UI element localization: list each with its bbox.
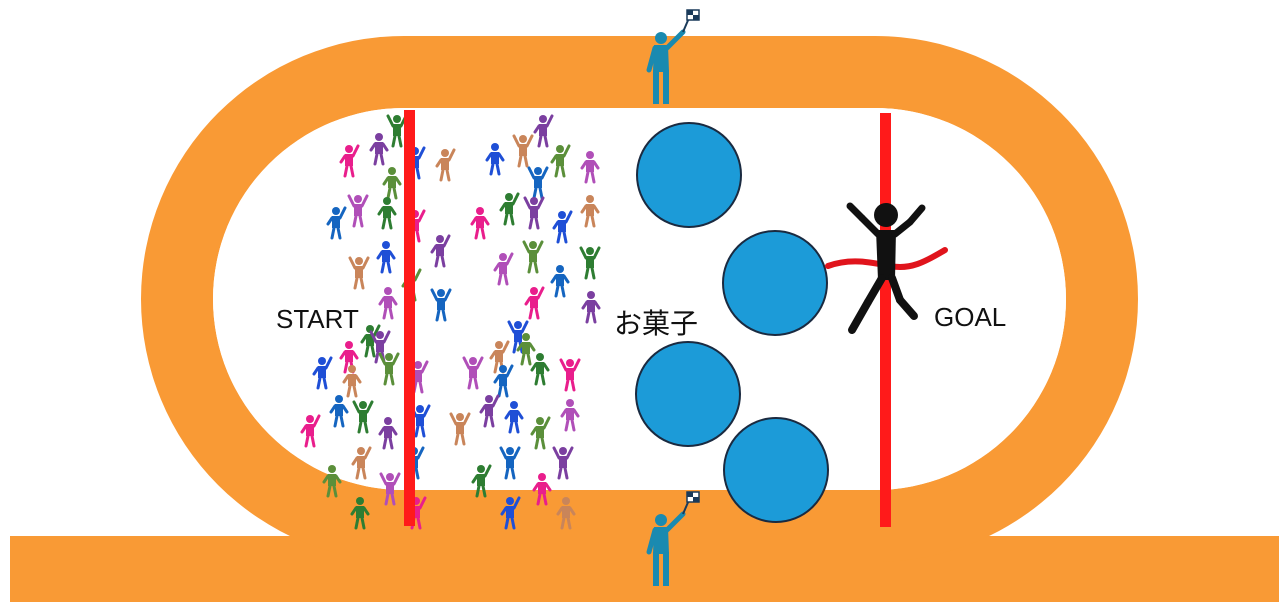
crowd-person-icon [512,134,534,168]
crowd-person-icon [382,167,402,200]
crowd-person-icon [550,265,570,298]
sweets-circle [636,122,742,228]
sweets-label: お菓子 [614,308,699,339]
crowd-person-icon [530,416,551,450]
crowd-person-icon [552,446,574,480]
crowd-person-icon [351,446,372,480]
goal-line [880,113,891,527]
crowd-person-icon [507,320,529,354]
crowd-person-icon [300,414,321,448]
crowd-person-icon [499,446,521,480]
crowd-person-icon [580,195,600,228]
crowd-person-icon [449,412,471,446]
crowd-person-icon [580,151,600,184]
crowd-person-icon [522,240,544,274]
sweets-group [635,122,829,523]
crowd [300,114,601,530]
crowd-person-icon [523,196,545,230]
crowd-person-icon [378,417,398,450]
crowd-person-icon [499,192,520,226]
crowd-person-icon [581,291,601,324]
crowd-person-icon [326,206,347,240]
crowd-person-icon [352,400,374,434]
crowd-person-icon [377,197,397,230]
crowd-person-icon [485,143,505,176]
crowd-person-icon [493,364,514,398]
crowd-person-icon [524,286,545,320]
flag-official-icon [646,9,700,104]
crowd-person-icon [462,356,484,390]
sweets-circle [635,341,741,447]
crowd-person-icon [378,352,400,386]
crowd-person-icon [479,394,500,428]
crowd-person-icon [579,246,601,280]
crowd-person-icon [516,333,536,366]
crowd-person-icon [339,144,360,178]
crowd-person-icon [342,365,362,398]
sweets-circle [722,230,828,336]
crowd-person-icon [552,210,573,244]
start-line [404,110,415,526]
crowd-person-icon [504,401,524,434]
crowd-person-icon [369,133,389,166]
crowd-person-icon [322,465,342,498]
track-infield [213,108,1066,490]
crowd-person-icon [560,399,580,432]
crowd-person-icon [312,356,333,390]
crowd-person-icon [378,287,398,320]
crowd-person-icon [530,353,550,386]
crowd-person-icon [430,234,451,268]
crowd-person-icon [559,358,581,392]
crowd-person-icon [471,464,492,498]
crowd-person-icon [550,144,571,178]
crowd-person-icon [350,497,370,530]
crowd-person-icon [348,256,370,290]
crowd-person-icon [533,114,554,148]
start-label: START [276,304,359,334]
crowd-person-icon [556,497,576,530]
crowd-person-icon [435,148,456,182]
crowd-person-icon [532,473,552,506]
crowd-person-icon [493,252,514,286]
crowd-person-icon [430,288,452,322]
crowd-person-icon [329,395,349,428]
crowd-person-icon [500,496,521,530]
sweets-circle [723,417,829,523]
goal-label: GOAL [934,302,1007,332]
runner-icon [846,202,926,334]
crowd-person-icon [527,166,549,200]
crowd-person-icon [376,241,396,274]
crowd-person-icon [347,194,369,228]
track [10,36,1279,602]
flag-official-icon [646,491,700,586]
crowd-person-icon [470,207,490,240]
crowd-person-icon [379,472,401,506]
